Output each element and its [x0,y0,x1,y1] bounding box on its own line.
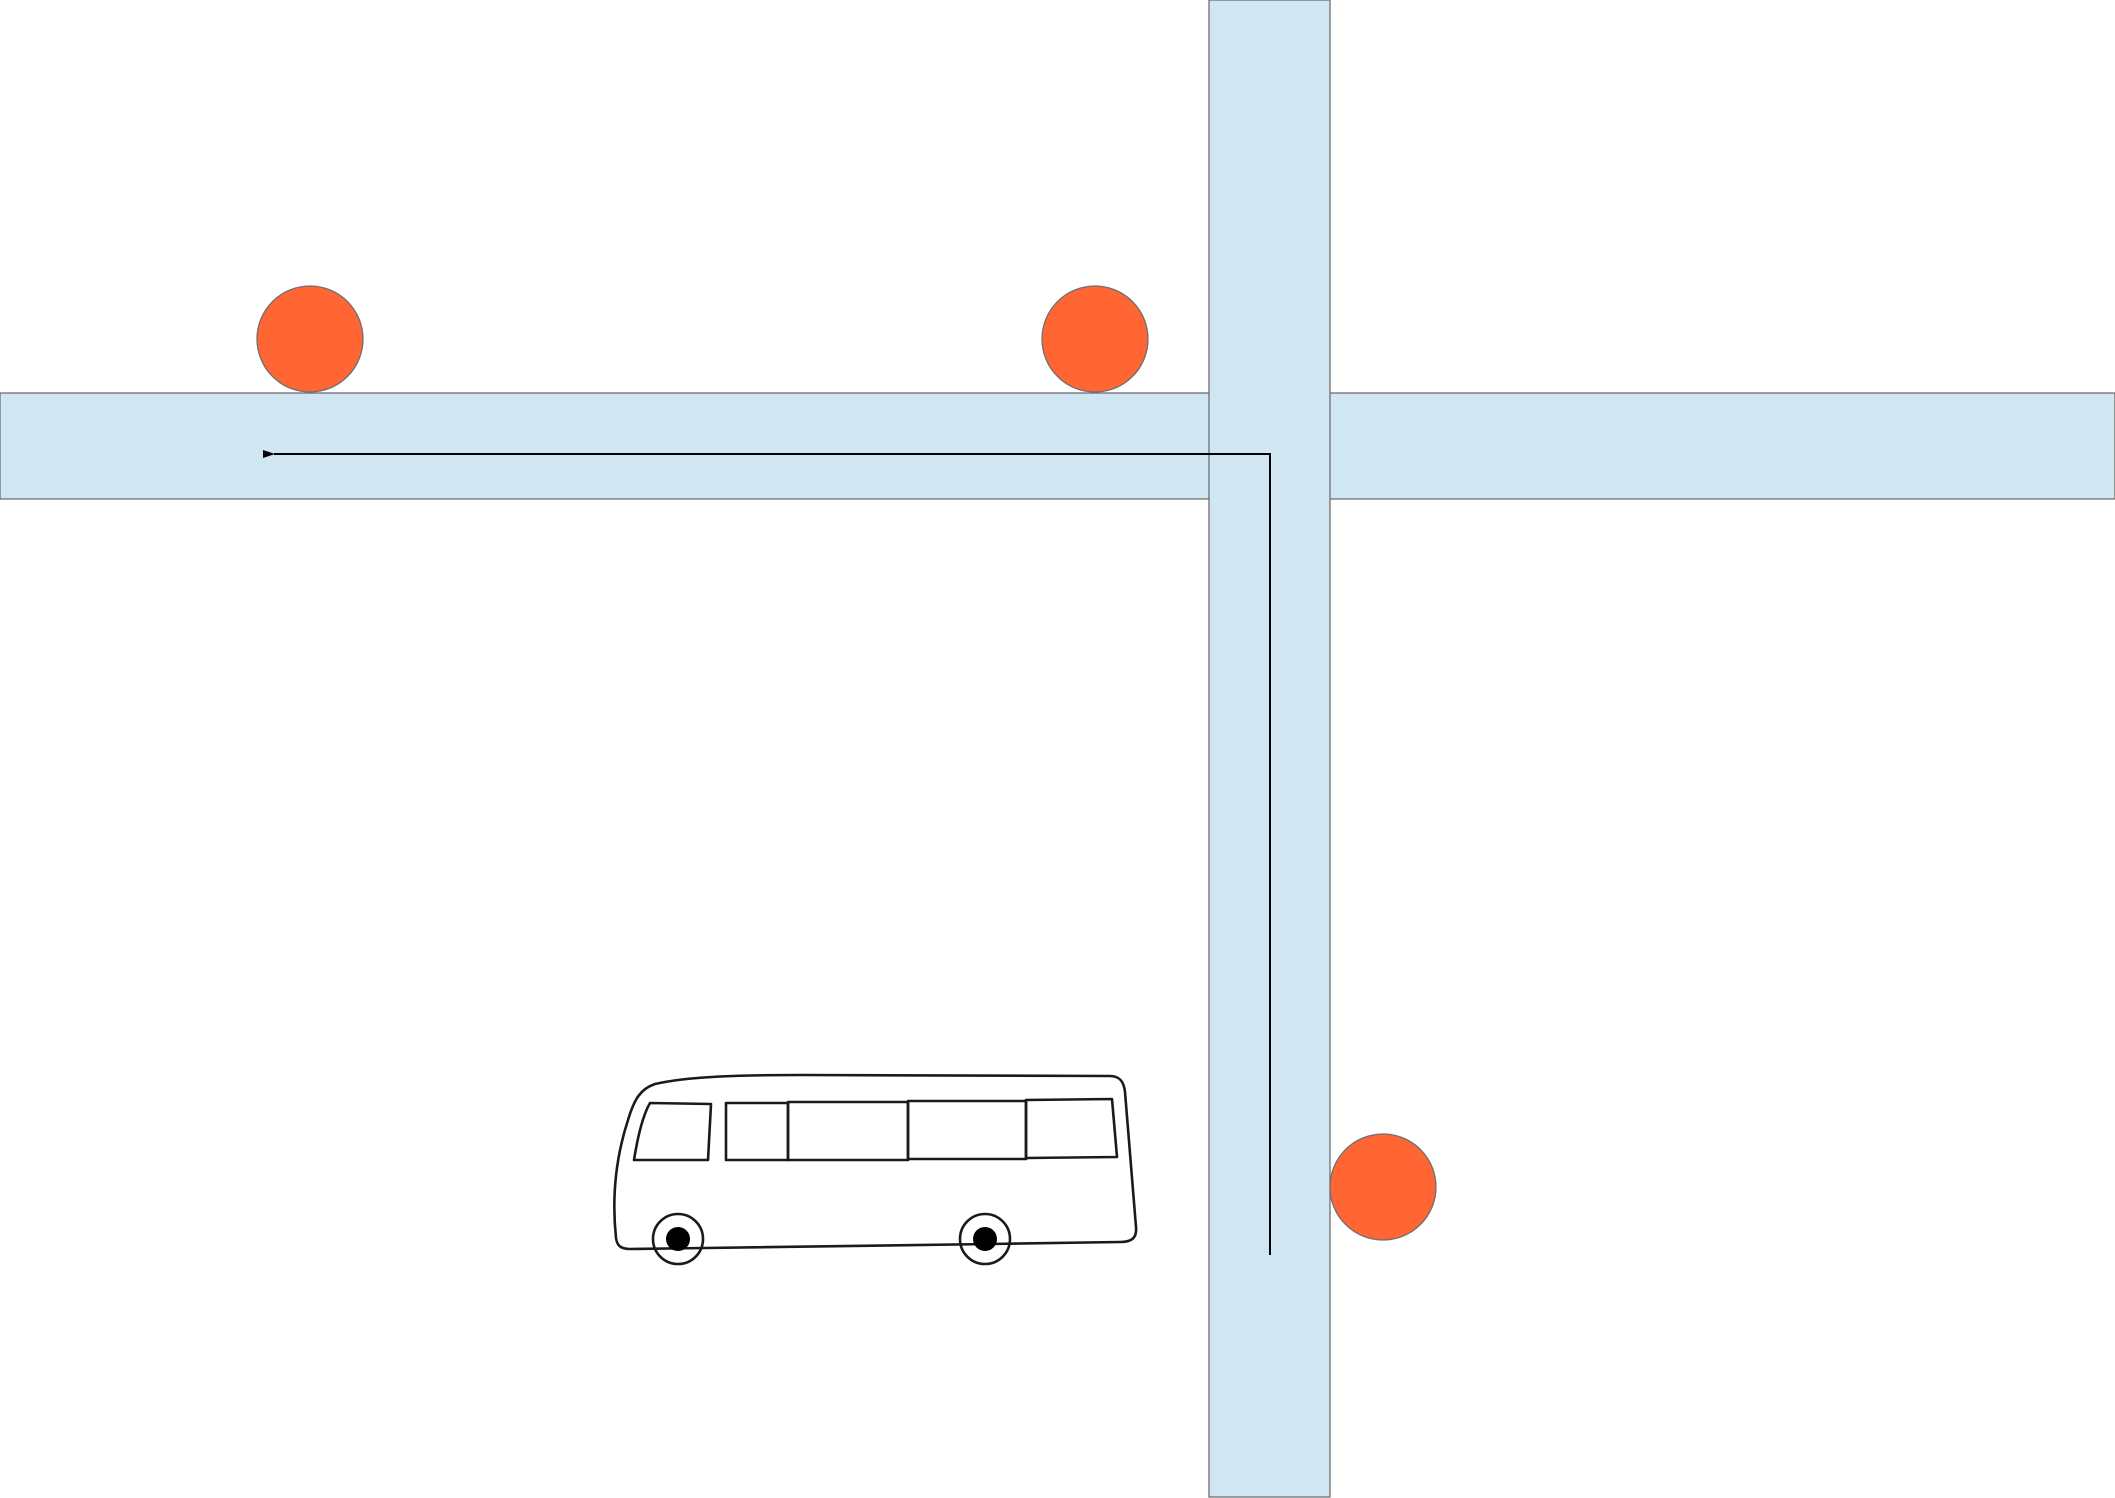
bus-windshield [632,1101,713,1162]
bus-stop-middle[interactable] [1041,285,1149,393]
bus-front-wheel [651,1212,705,1266]
bus-window-2 [786,1100,910,1162]
horizontal-road [0,392,2115,500]
bus-window-1 [724,1101,790,1162]
bus-window-4 [1024,1097,1119,1160]
bus-window-3 [906,1099,1028,1161]
bus-stop-right[interactable] [1329,1133,1437,1241]
route-arrow [263,450,1271,1255]
bus-icon [613,1073,1138,1266]
bus-rear-wheel [958,1212,1012,1266]
bus-stop-left[interactable] [256,285,364,393]
bus-body [613,1073,1138,1251]
